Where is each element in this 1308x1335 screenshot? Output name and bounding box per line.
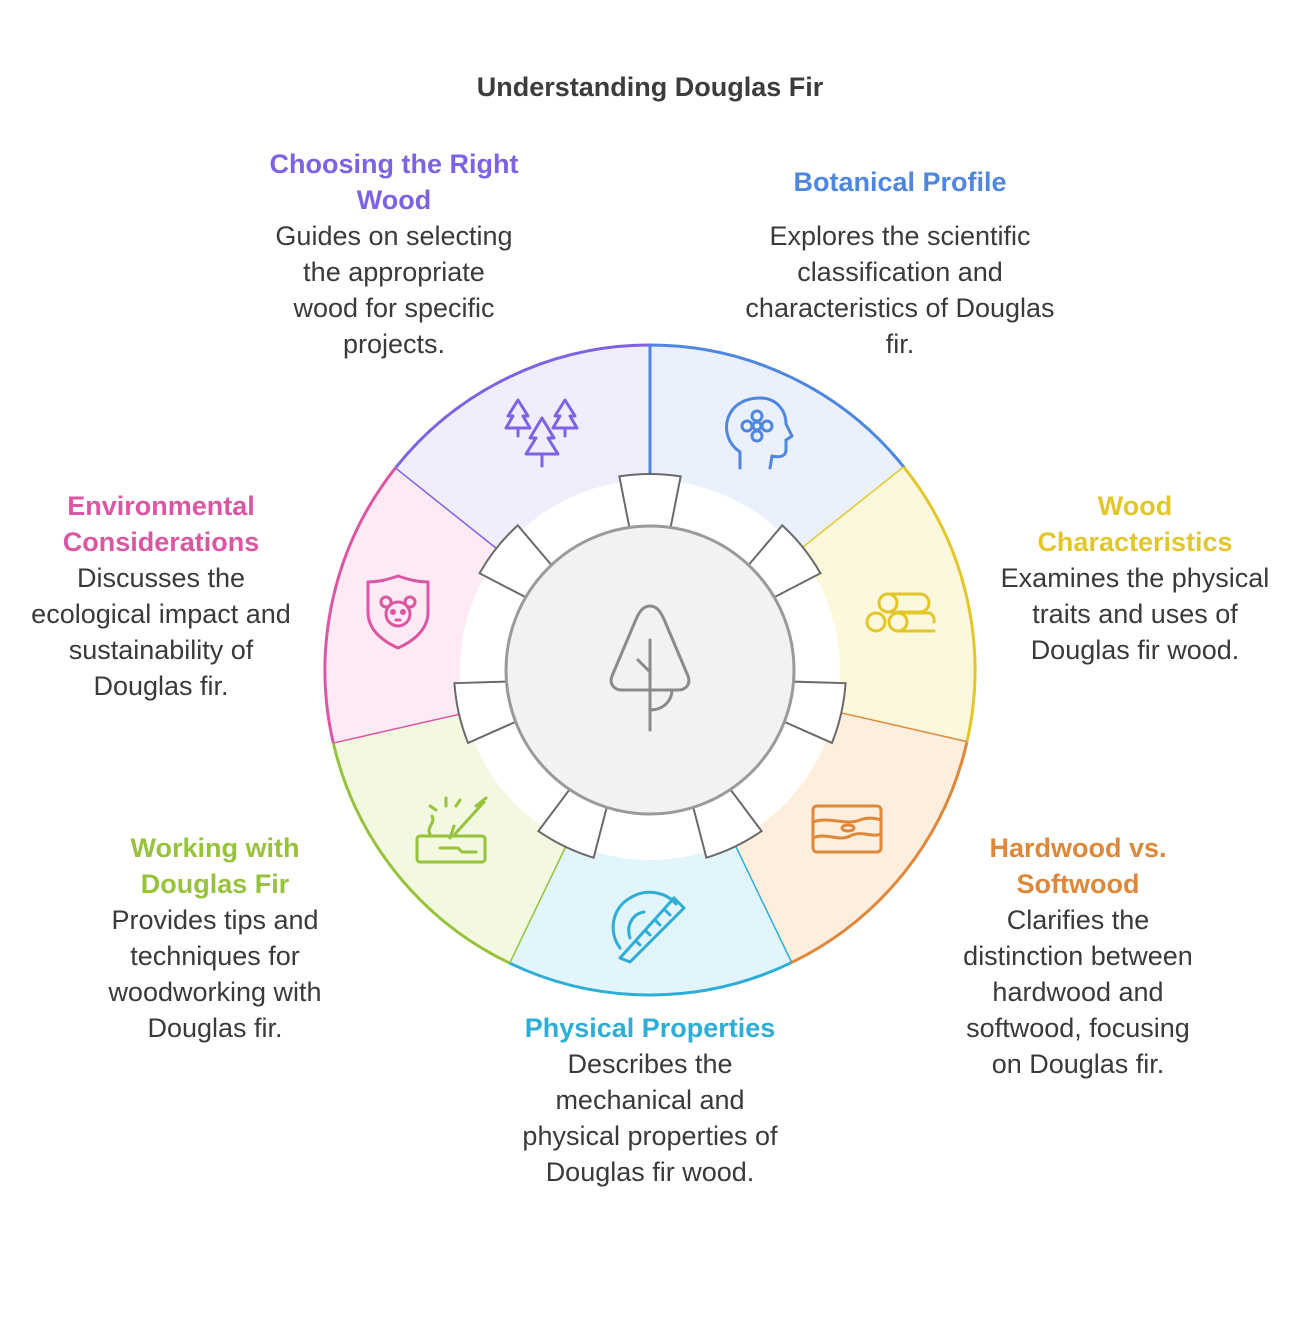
head-flower-icon (725, 396, 794, 470)
segment-label-working: Working with Douglas Fir Provides tips a… (80, 830, 350, 1046)
segment-outline-physical (508, 961, 792, 997)
diagram-title: Understanding Douglas Fir (476, 72, 824, 102)
wood-grain-icon (811, 804, 883, 854)
segment-description: Explores the scientific classification a… (745, 221, 1055, 359)
segment-label-wood: Wood Characteristics Examines the physic… (1000, 488, 1270, 668)
segment-outline-wood (902, 466, 977, 743)
segment-description: Provides tips and techniques for woodwor… (108, 905, 322, 1043)
segment-label-physical: Physical Properties Describes the mechan… (520, 1010, 780, 1190)
segment-outline-environmental (323, 466, 398, 743)
segment-description: Discusses the ecological impact and sust… (31, 563, 291, 701)
segment-choosing (395, 345, 650, 552)
trees-icon (504, 398, 579, 468)
segment-label-choosing: Choosing the Right Wood Guides on select… (268, 146, 520, 362)
segment-label-hardwood: Hardwood vs. Softwood Clarifies the dist… (960, 830, 1196, 1082)
center-hub (504, 524, 796, 816)
segment-title: Environmental Considerations (62, 491, 260, 557)
segment-wood (798, 467, 975, 743)
segment-outline-choosing (394, 343, 651, 469)
segment-title: Physical Properties (524, 1013, 776, 1043)
segment-title: Botanical Profile (793, 167, 1007, 197)
connectors-layer (453, 473, 847, 859)
segment-title: Wood Characteristics (1037, 491, 1233, 557)
segment-description: Guides on selecting the appropriate wood… (275, 221, 513, 359)
segment-outline-hardwood (790, 741, 969, 965)
segment-outline-working (331, 741, 510, 965)
logs-icon (865, 592, 936, 633)
connector-tab (618, 473, 682, 535)
bear-shield-icon (366, 574, 430, 650)
segment-physical (508, 841, 792, 995)
segment-description: Clarifies the distinction between hardwo… (963, 905, 1193, 1079)
tree-icon (609, 604, 691, 732)
segment-description: Describes the mechanical and physical pr… (522, 1049, 778, 1187)
segment-title: Choosing the Right Wood (269, 149, 519, 215)
protractor-icon (611, 890, 686, 964)
segment-botanical (650, 345, 905, 552)
segment-description: Examines the physical traits and uses of… (1000, 563, 1270, 665)
chisel-wood-icon (415, 796, 488, 864)
segment-title: Hardwood vs. Softwood (989, 833, 1167, 899)
segment-label-botanical: Botanical Profile Explores the scientifi… (740, 164, 1060, 362)
segment-label-environmental: Environmental Considerations Discusses t… (30, 488, 292, 704)
segment-title: Working with Douglas Fir (130, 833, 300, 899)
segment-outline-botanical (649, 343, 906, 469)
